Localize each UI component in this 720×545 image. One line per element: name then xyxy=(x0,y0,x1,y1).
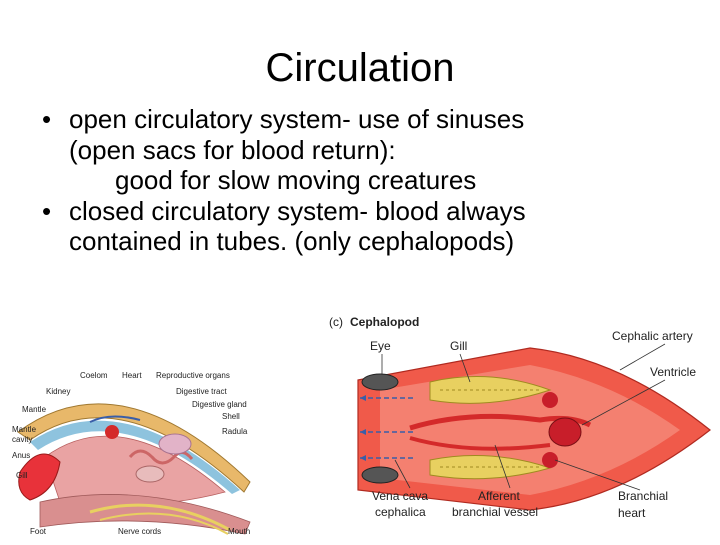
digestive-gland-shape xyxy=(135,465,165,483)
flow-arrowhead xyxy=(360,455,366,461)
mantle-shape xyxy=(30,420,240,494)
label-vena-cava-2: cephalica xyxy=(375,505,426,519)
label-foot: Foot xyxy=(30,527,47,536)
bullet-line: (open sacs for blood return): xyxy=(69,134,396,165)
mollusc-illustration: Coelom Heart Reproductive organs Kidney … xyxy=(12,371,251,536)
label-mouth: Mouth xyxy=(228,527,250,536)
label-vena-cava-1: Vena cava xyxy=(372,489,428,503)
bullet-item: • closed circulatory system- blood alway… xyxy=(0,196,720,257)
label-afferent-1: Afferent xyxy=(478,489,520,503)
vessel-red-shape xyxy=(409,436,551,451)
bullet-symbol: • xyxy=(42,104,52,134)
caption-title: Cephalopod xyxy=(350,315,419,329)
label-ventricle: Ventricle xyxy=(650,365,696,379)
label-coelom: Coelom xyxy=(80,371,108,380)
caption-letter: (c) xyxy=(329,315,343,329)
branchial-heart-shape xyxy=(542,392,558,408)
reproductive-organ-shape xyxy=(158,433,192,455)
label-digestive-gland: Digestive gland xyxy=(192,400,247,409)
cephalopod-illustration: (c) Cephalopod Eye Gill Cephalic artery … xyxy=(329,315,711,520)
label-mantle: Mantle xyxy=(22,405,47,414)
label-anus: Anus xyxy=(12,451,30,460)
label-branchial-1: Branchial xyxy=(618,489,668,503)
label-eye: Eye xyxy=(370,339,391,353)
leader-lines xyxy=(381,343,666,491)
eye-shape xyxy=(361,373,399,391)
flow-arrowhead xyxy=(360,395,366,401)
label-gill: Gill xyxy=(450,339,467,353)
flow-arrowhead xyxy=(360,429,366,435)
bullet-line: closed circulatory system- blood always xyxy=(69,195,526,226)
label-reproductive: Reproductive organs xyxy=(156,371,230,380)
bullet-symbol: • xyxy=(42,195,52,226)
label-mantle-cavity-1: Mantle xyxy=(12,425,37,434)
eye-shape xyxy=(361,466,399,484)
label-nerve-cords: Nerve cords xyxy=(118,527,161,536)
bullet-line: open circulatory system- use of sinuses xyxy=(69,104,525,134)
shell-shape xyxy=(17,403,251,493)
slide-title: Circulation xyxy=(265,46,455,90)
label-shell: Shell xyxy=(222,412,240,421)
label-gill: Gill xyxy=(16,471,28,480)
gill-lamella-lines xyxy=(440,389,540,468)
label-mantle-cavity-2: cavity xyxy=(12,435,32,444)
bullet-line: good for slow moving creatures xyxy=(115,165,477,195)
label-radula: Radula xyxy=(222,427,248,436)
label-kidney: Kidney xyxy=(46,387,70,396)
cephalopod-diagram: (c) Cephalopod Eye Gill Cephalic artery … xyxy=(320,310,720,540)
label-branchial-2: heart xyxy=(618,506,646,520)
label-cephalic-artery: Cephalic artery xyxy=(612,329,693,343)
bullet-list: • open circulatory system- use of sinuse… xyxy=(0,104,720,257)
mollusc-diagram: Coelom Heart Reproductive organs Kidney … xyxy=(0,362,262,540)
label-afferent-2: branchial vessel xyxy=(452,505,538,519)
label-digestive-tract: Digestive tract xyxy=(176,387,227,396)
ventricle-shape xyxy=(548,417,582,447)
gill-shape xyxy=(18,453,61,501)
bullet-line: contained in tubes. (only cephalopods) xyxy=(69,226,515,256)
nerve-cord-shape xyxy=(89,503,231,532)
branchial-heart-shape xyxy=(542,452,558,468)
vessel-shape xyxy=(89,415,141,423)
label-heart: Heart xyxy=(122,371,142,380)
heart-shape xyxy=(105,425,119,439)
nerve-cord-shape xyxy=(99,512,229,535)
bullet-item: • open circulatory system- use of sinuse… xyxy=(0,104,720,196)
